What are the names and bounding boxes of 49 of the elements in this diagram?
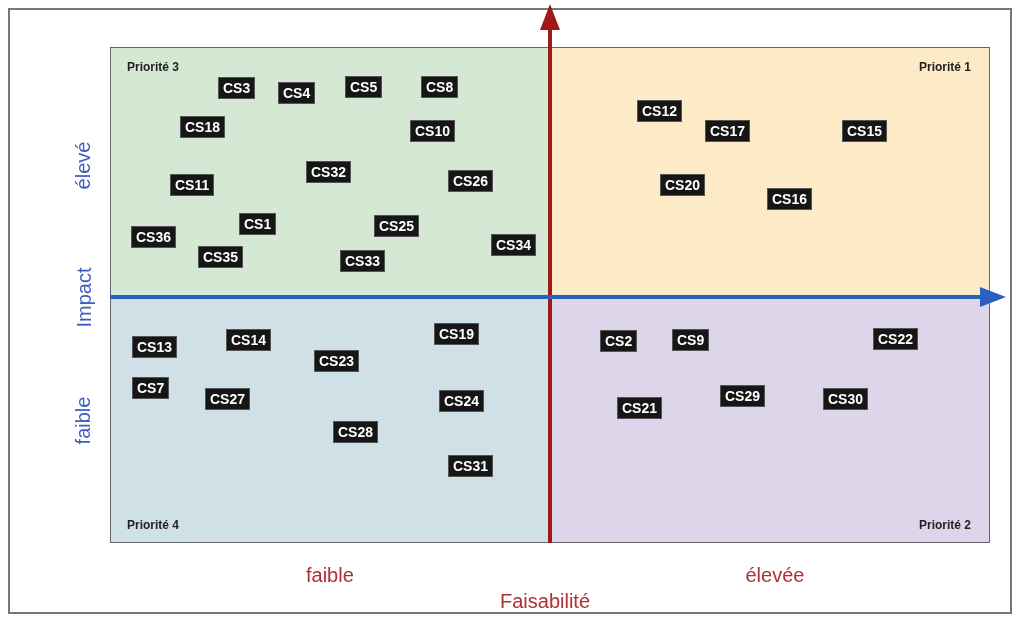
quadrant-heading: Priorité 1 (918, 60, 971, 74)
quadrant-heading: Priorité 2 (918, 518, 971, 532)
axis-value-label: faible (306, 563, 354, 587)
item-tag: CS14 (226, 329, 272, 351)
item-tag: CS22 (873, 328, 919, 350)
item-tag: CS12 (637, 100, 683, 122)
axis-value-label: élevé (72, 141, 96, 189)
item-tag: CS31 (448, 455, 494, 477)
item-tag: CS17 (705, 120, 751, 142)
item-tag: CS20 (660, 174, 706, 196)
item-tag: CS15 (842, 120, 888, 142)
item-tag: CS29 (720, 385, 766, 407)
item-tag: CS13 (132, 336, 178, 358)
item-tag: CS19 (434, 323, 480, 345)
quadrant-heading: Priorité 3 (127, 60, 180, 74)
item-tag: CS18 (180, 116, 226, 138)
item-tag: CS16 (767, 188, 813, 210)
item-tag: CS24 (439, 390, 485, 412)
axis-title: Impact (72, 267, 96, 327)
quadrant-panel (110, 47, 550, 297)
item-tag: CS23 (314, 350, 360, 372)
item-tag: CS4 (278, 82, 316, 104)
item-tag: CS1 (239, 213, 277, 235)
item-tag: CS21 (617, 397, 663, 419)
quadrant-heading: Priorité 4 (127, 518, 180, 532)
quadrant-panel (550, 47, 990, 297)
item-tag: CS34 (491, 234, 537, 256)
item-tag: CS5 (345, 76, 383, 98)
quadrant-panel (550, 297, 990, 543)
axis-value-label: faible (72, 396, 96, 444)
item-tag: CS28 (333, 421, 379, 443)
item-tag: CS35 (198, 246, 244, 268)
item-tag: CS36 (131, 226, 177, 248)
item-tag: CS27 (205, 388, 251, 410)
item-tag: CS9 (672, 329, 710, 351)
axis-title: Faisabilité (500, 589, 591, 613)
item-tag: CS30 (823, 388, 869, 410)
item-tag: CS3 (218, 77, 256, 99)
item-tag: CS10 (410, 120, 456, 142)
quadrant-panel (110, 297, 550, 543)
item-tag: CS11 (170, 174, 215, 196)
axis-value-label: élevée (745, 563, 805, 587)
item-tag: CS8 (421, 76, 459, 98)
item-tag: CS33 (340, 250, 386, 272)
item-tag: CS2 (600, 330, 638, 352)
item-tag: CS32 (306, 161, 352, 183)
item-tag: CS7 (132, 377, 170, 399)
item-tag: CS26 (448, 170, 494, 192)
item-tag: CS25 (374, 215, 420, 237)
